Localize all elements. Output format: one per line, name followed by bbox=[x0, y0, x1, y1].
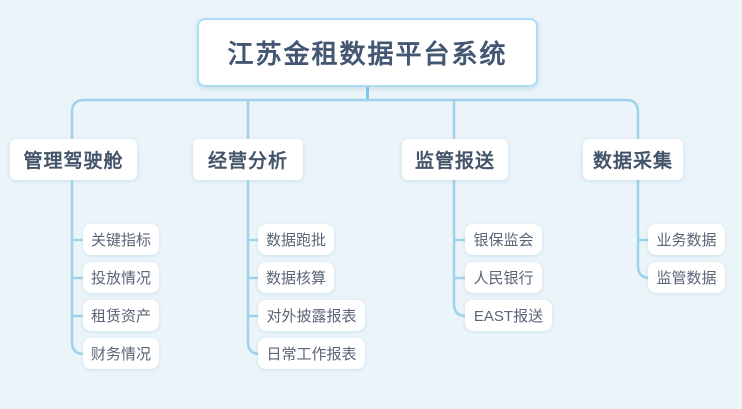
child-node-east-reporting[interactable]: EAST报送 bbox=[465, 300, 552, 331]
child-node-regulatory-data[interactable]: 监管数据 bbox=[648, 262, 725, 293]
child-node-cbirc[interactable]: 银保监会 bbox=[465, 224, 542, 255]
child-node-data-accounting[interactable]: 数据核算 bbox=[258, 262, 334, 293]
child-node-daily-work-reports[interactable]: 日常工作报表 bbox=[258, 338, 365, 369]
child-node-leasing-assets[interactable]: 租赁资产 bbox=[83, 300, 159, 331]
branch-node-data-collection[interactable]: 数据采集 bbox=[583, 139, 683, 180]
child-node-investment-status[interactable]: 投放情况 bbox=[83, 262, 159, 293]
branch-node-management-cockpit[interactable]: 管理驾驶舱 bbox=[10, 139, 137, 180]
connector-main-rail bbox=[70, 98, 640, 141]
connector-trunk-management-cockpit bbox=[70, 178, 86, 356]
branch-node-regulatory-reporting[interactable]: 监管报送 bbox=[402, 139, 508, 180]
root-node-platform-title[interactable]: 江苏金租数据平台系统 bbox=[197, 18, 538, 87]
child-node-data-batch-run[interactable]: 数据跑批 bbox=[258, 224, 334, 255]
branch-node-business-analysis[interactable]: 经营分析 bbox=[193, 139, 303, 180]
child-node-external-disclosure-reports[interactable]: 对外披露报表 bbox=[258, 300, 365, 331]
child-node-financial-status[interactable]: 财务情况 bbox=[83, 338, 159, 369]
child-node-key-indicators[interactable]: 关键指标 bbox=[83, 224, 159, 255]
child-node-pboc[interactable]: 人民银行 bbox=[465, 262, 542, 293]
child-node-business-data[interactable]: 业务数据 bbox=[648, 224, 725, 255]
